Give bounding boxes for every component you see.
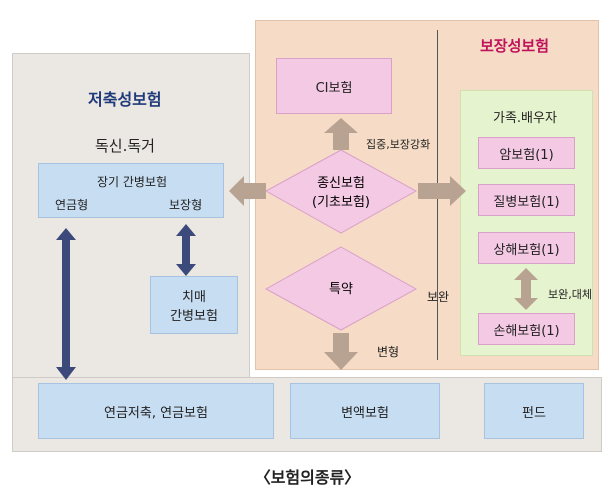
annuity-double-arrow <box>56 228 76 380</box>
supplement-rider-label: 보완 <box>427 290 450 304</box>
annuity-type-label: 연금형 <box>55 198 89 212</box>
fund-box: 펀드 <box>484 383 584 439</box>
single-living-label: 독신.독거 <box>95 137 155 155</box>
injury-insurance-box: 상해보험(1) <box>478 232 575 264</box>
savings-insurance-title: 저축성보험 <box>88 90 162 109</box>
injury-damage-double-arrow <box>514 268 538 310</box>
right-arrow-to-family <box>418 176 466 206</box>
whole-life-diamond <box>264 149 418 234</box>
care-dementia-double-arrow <box>176 224 196 276</box>
disease-insurance-box: 질병보험(1) <box>478 184 575 216</box>
rider-diamond <box>264 246 418 331</box>
up-arrow-to-ci <box>324 118 358 150</box>
down-arrow-to-variable <box>324 333 358 370</box>
left-arrow-to-care <box>229 176 266 206</box>
dementia-care-box: 치매 간병보험 <box>150 276 238 334</box>
protection-insurance-title: 보장성보험 <box>480 37 550 55</box>
variable-label: 변형 <box>377 345 400 359</box>
dementia-care-line2: 간병보험 <box>170 309 218 324</box>
diagram-caption: 〈보험의종류〉 <box>254 468 361 487</box>
whole-life-line2: (기초보험) <box>312 195 370 210</box>
family-spouse-panel <box>460 90 593 356</box>
rider-label: 특약 <box>329 282 353 297</box>
long-term-care-box: 장기 간병보험 연금형 보장형 <box>38 163 224 218</box>
cancer-insurance-box: 암보험(1) <box>478 137 575 169</box>
damage-insurance-box: 손해보험(1) <box>478 313 575 345</box>
family-spouse-title: 가족.배우자 <box>493 111 557 126</box>
dementia-care-line1: 치매 <box>182 290 206 305</box>
variable-insurance-box: 변액보험 <box>290 383 440 439</box>
long-term-care-title: 장기 간병보험 <box>96 175 168 189</box>
focus-label: 집중,보장강화 <box>366 138 431 151</box>
ci-insurance-box: CI보험 <box>276 58 392 114</box>
protection-type-label: 보장형 <box>169 198 203 212</box>
swap-label: 보완,대체 <box>548 288 592 301</box>
annuity-savings-box: 연금저축, 연금보험 <box>38 383 274 439</box>
whole-life-line1: 종신보험 <box>317 176 365 191</box>
